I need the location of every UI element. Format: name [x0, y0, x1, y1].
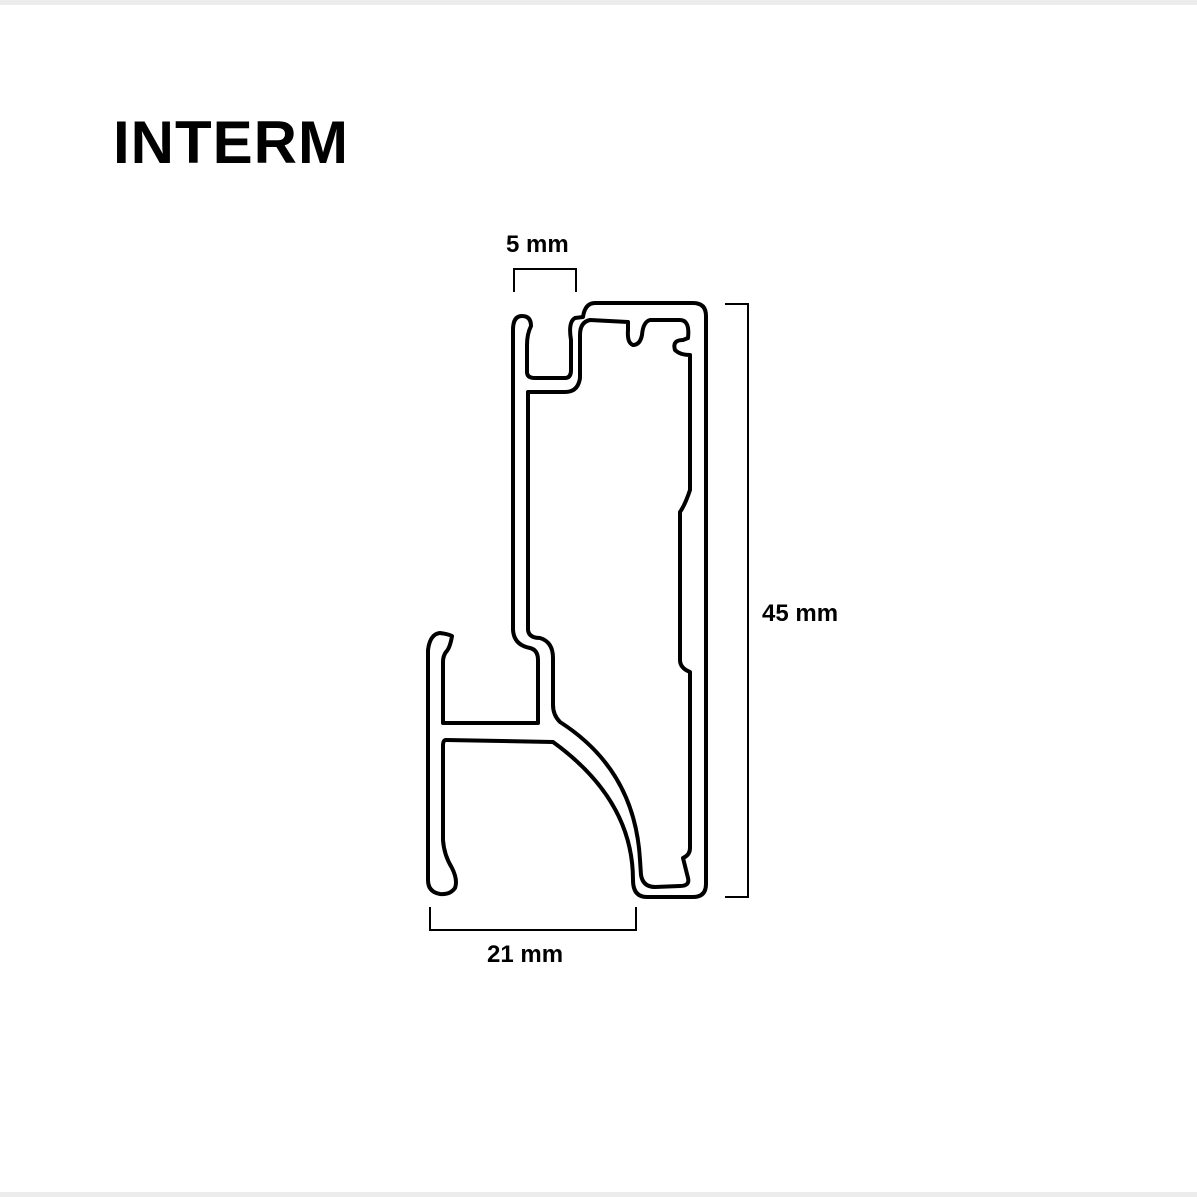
dimension-label-height: 45 mm: [762, 600, 839, 627]
bottom-border: [0, 1192, 1197, 1197]
dimension-bracket-top: [513, 268, 577, 292]
product-title: INTERM: [113, 109, 349, 176]
dimension-bracket-bottom: [429, 907, 637, 931]
dimension-label-top-width: 5 mm: [506, 231, 569, 258]
profile-inner-chamber: [526, 318, 692, 889]
top-border: [0, 0, 1197, 5]
profile-outer-contour: [426, 301, 708, 899]
dimension-bracket-height: [725, 303, 749, 898]
dimension-label-bottom-width: 21 mm: [487, 941, 564, 968]
